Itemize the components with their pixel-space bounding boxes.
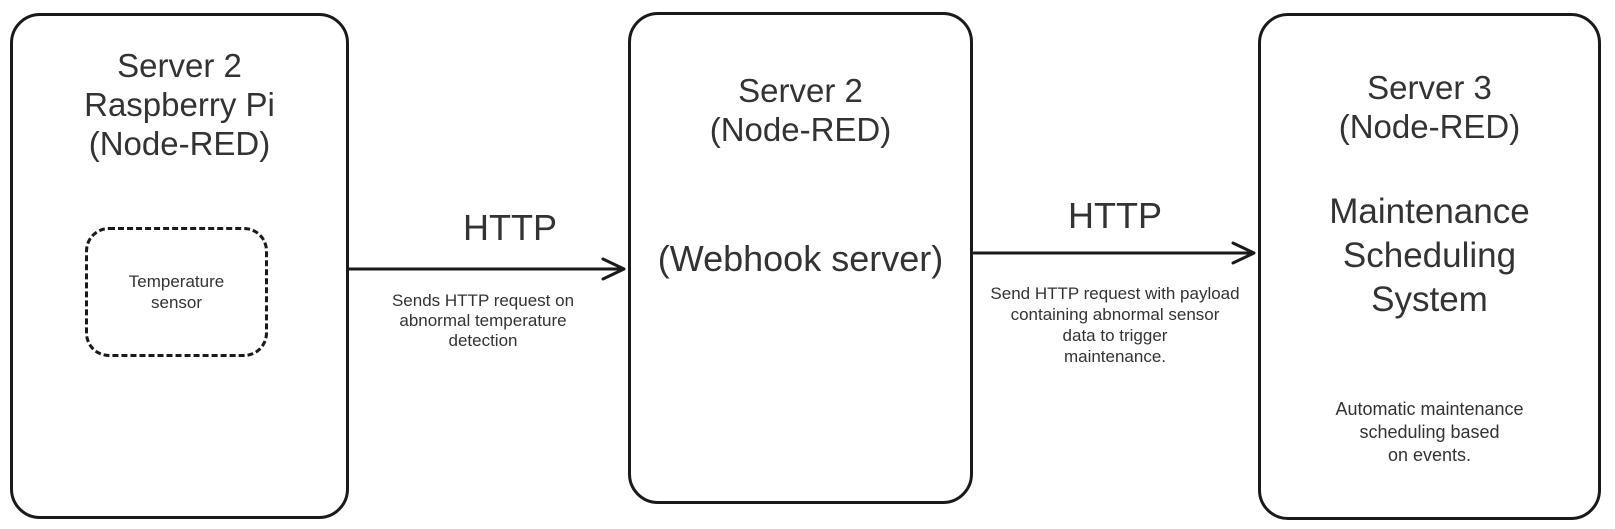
node-title: Server 2 Raspberry Pi (Node-RED) bbox=[84, 47, 275, 162]
arrow-head-icon bbox=[1231, 241, 1256, 265]
node-server3-maintenance bbox=[1258, 13, 1601, 520]
edge-caption-2: Send HTTP request with payload containin… bbox=[990, 284, 1240, 366]
edge-label-http-1: HTTP bbox=[463, 207, 557, 248]
node-subtitle: Maintenance Scheduling System bbox=[1329, 192, 1530, 319]
node-server2-webhook bbox=[628, 12, 973, 504]
node-title: Server 2 (Node-RED) bbox=[709, 72, 892, 148]
edge-caption-1: Sends HTTP request on abnormal temperatu… bbox=[391, 291, 575, 350]
http-arrow-2-icon bbox=[972, 241, 1256, 265]
node-description: Automatic maintenance scheduling based o… bbox=[1335, 399, 1524, 465]
arrow-head-icon bbox=[601, 257, 626, 281]
node-title: Server 3 (Node-RED) bbox=[1338, 69, 1521, 145]
edge-label-http-2: HTTP bbox=[1068, 195, 1162, 236]
http-arrow-1-icon bbox=[346, 257, 626, 281]
temperature-sensor-box: Temperature sensor bbox=[85, 227, 268, 357]
temperature-sensor-label: Temperature sensor bbox=[128, 272, 225, 312]
node-subtitle: (Webhook server) bbox=[657, 238, 944, 279]
node-server2-raspberry-pi bbox=[10, 13, 349, 519]
